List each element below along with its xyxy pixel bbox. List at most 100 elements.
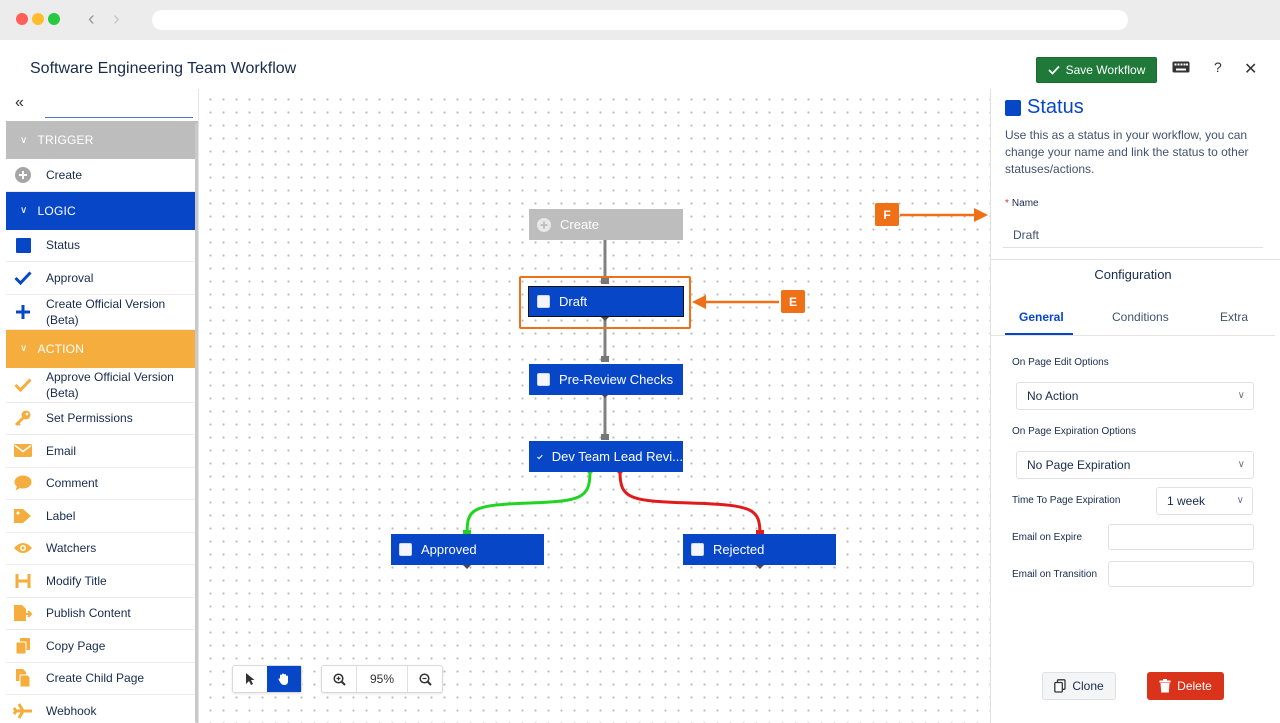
node-approved[interactable]: Approved	[391, 534, 544, 565]
help-icon[interactable]: ?	[1214, 59, 1222, 75]
page-expiration-options-value: No Page Expiration	[1027, 458, 1131, 472]
edge-reject[interactable]	[618, 471, 762, 536]
page-expiration-options-label: On Page Expiration Options	[1012, 426, 1136, 437]
sidebar-item-label: Publish Content	[46, 606, 131, 621]
callout-f: F	[875, 203, 899, 226]
section-action[interactable]: ∨ ACTION	[6, 329, 198, 368]
node-pre-review[interactable]: Pre-Review Checks	[529, 364, 683, 395]
node-rejected[interactable]: Rejected	[683, 534, 836, 565]
sidebar-item-create[interactable]: Create	[6, 159, 198, 192]
element-sidebar: « ∨ TRIGGER Create ∨ LOGIC Status Approv…	[6, 89, 199, 723]
sidebar-item-webhook[interactable]: Webhook	[6, 695, 198, 723]
zoom-out-button[interactable]	[408, 666, 442, 692]
square-icon	[691, 543, 704, 556]
keyboard-icon[interactable]	[1172, 61, 1190, 73]
page-edit-options-label: On Page Edit Options	[1012, 357, 1109, 368]
email-on-transition-input[interactable]	[1108, 561, 1254, 587]
sidebar-item-create-child-page[interactable]: Create Child Page	[6, 663, 198, 695]
sidebar-item-set-permissions[interactable]: Set Permissions	[6, 403, 198, 435]
sidebar-item-modify-title[interactable]: Modify Title	[6, 565, 198, 598]
section-trigger[interactable]: ∨ TRIGGER	[6, 121, 198, 159]
sidebar-item-copy-page[interactable]: Copy Page	[6, 630, 198, 663]
zoom-in-icon	[332, 672, 346, 686]
node-create[interactable]: Create	[529, 209, 683, 240]
close-window-button[interactable]	[16, 13, 28, 25]
clone-button[interactable]: Clone	[1042, 672, 1116, 700]
select-tool-button[interactable]	[233, 666, 267, 692]
close-icon[interactable]: ✕	[1244, 61, 1258, 78]
sidebar-item-comment[interactable]: Comment	[6, 468, 198, 500]
sidebar-scrollbar[interactable]	[195, 123, 198, 723]
forward-arrow-icon[interactable]: ›	[113, 8, 120, 30]
address-bar[interactable]	[152, 10, 1128, 30]
port[interactable]	[601, 278, 609, 284]
tab-extra[interactable]: Extra	[1220, 310, 1249, 324]
node-draft[interactable]: Draft	[528, 286, 684, 317]
save-workflow-button[interactable]: Save Workflow	[1036, 57, 1157, 83]
heading-icon	[6, 573, 40, 589]
chevron-down-icon: ∨	[20, 343, 28, 354]
tag-icon	[6, 508, 40, 524]
sidebar-item-email[interactable]: Email	[6, 435, 198, 468]
sidebar-item-label: Set Permissions	[46, 411, 133, 426]
sidebar-item-watchers[interactable]: Watchers	[6, 533, 198, 565]
plus-circle-icon	[6, 166, 40, 183]
panel-title: Status	[1005, 96, 1084, 119]
sidebar-item-label-action[interactable]: Label	[6, 500, 198, 533]
name-label-text: Name	[1011, 198, 1039, 209]
workflow-canvas[interactable]: Create Draft Pre-Review Checks Dev Team …	[200, 89, 990, 723]
divider	[991, 259, 1280, 260]
properties-panel: Status Use this as a status in your work…	[990, 89, 1280, 723]
minimize-window-button[interactable]	[32, 13, 44, 25]
section-logic[interactable]: ∨ LOGIC	[6, 191, 198, 230]
sidebar-item-label: Copy Page	[46, 638, 106, 653]
sidebar-search-input[interactable]	[45, 94, 193, 118]
key-icon	[6, 409, 40, 427]
node-approved-label: Approved	[421, 542, 477, 557]
section-logic-label: LOGIC	[37, 203, 76, 218]
callout-f-arrowhead	[974, 208, 988, 222]
child-page-icon	[6, 668, 40, 688]
pan-tool-button[interactable]	[267, 666, 301, 692]
sidebar-item-publish-content[interactable]: Publish Content	[6, 598, 198, 630]
sidebar-item-approval[interactable]: Approval	[6, 262, 198, 295]
sidebar-item-approve-official-version[interactable]: Approve Official Version (Beta)	[6, 368, 198, 403]
sidebar-item-label: Watchers	[46, 541, 97, 556]
maximize-window-button[interactable]	[48, 13, 60, 25]
page-expiration-options-select[interactable]: No Page Expiration ∨	[1016, 451, 1254, 479]
node-pre-review-label: Pre-Review Checks	[559, 372, 674, 387]
back-arrow-icon[interactable]: ‹	[88, 8, 95, 30]
tab-conditions[interactable]: Conditions	[1112, 310, 1169, 324]
zoom-out-icon	[418, 672, 432, 686]
edge-approve[interactable]	[465, 471, 592, 536]
node-dev-team-lead[interactable]: Dev Team Lead Revi...	[529, 441, 683, 472]
speech-bubble-icon	[6, 475, 40, 491]
zoom-level: 95%	[356, 666, 408, 692]
collapse-sidebar-icon[interactable]: «	[15, 94, 24, 111]
sidebar-item-label: Approval	[46, 270, 94, 285]
port[interactable]	[601, 356, 609, 362]
envelope-icon	[6, 444, 40, 458]
chevron-down-icon: ∨	[1237, 390, 1245, 401]
section-action-label: ACTION	[37, 341, 85, 356]
sidebar-item-status[interactable]: Status	[6, 230, 198, 262]
tab-general[interactable]: General	[1019, 310, 1064, 324]
time-to-expiration-select[interactable]: 1 week ∨	[1156, 487, 1253, 515]
save-workflow-label: Save Workflow	[1065, 63, 1146, 77]
port[interactable]	[463, 530, 471, 536]
panel-description: Use this as a status in your workflow, y…	[1005, 128, 1249, 176]
name-field[interactable]	[1003, 222, 1263, 248]
delete-button[interactable]: Delete	[1147, 672, 1224, 700]
email-on-expire-input[interactable]	[1108, 524, 1254, 550]
name-label: *Name	[1005, 198, 1039, 209]
zoom-in-button[interactable]	[322, 666, 356, 692]
port[interactable]	[756, 530, 764, 536]
page-edit-options-select[interactable]: No Action ∨	[1016, 382, 1254, 410]
highlight-box	[519, 276, 691, 329]
sidebar-item-create-official-version[interactable]: Create Official Version (Beta)	[6, 295, 198, 330]
square-icon	[537, 373, 550, 386]
node-draft-label: Draft	[559, 294, 588, 309]
node-create-label: Create	[560, 217, 600, 232]
port[interactable]	[601, 434, 609, 440]
cursor-icon	[246, 673, 255, 685]
